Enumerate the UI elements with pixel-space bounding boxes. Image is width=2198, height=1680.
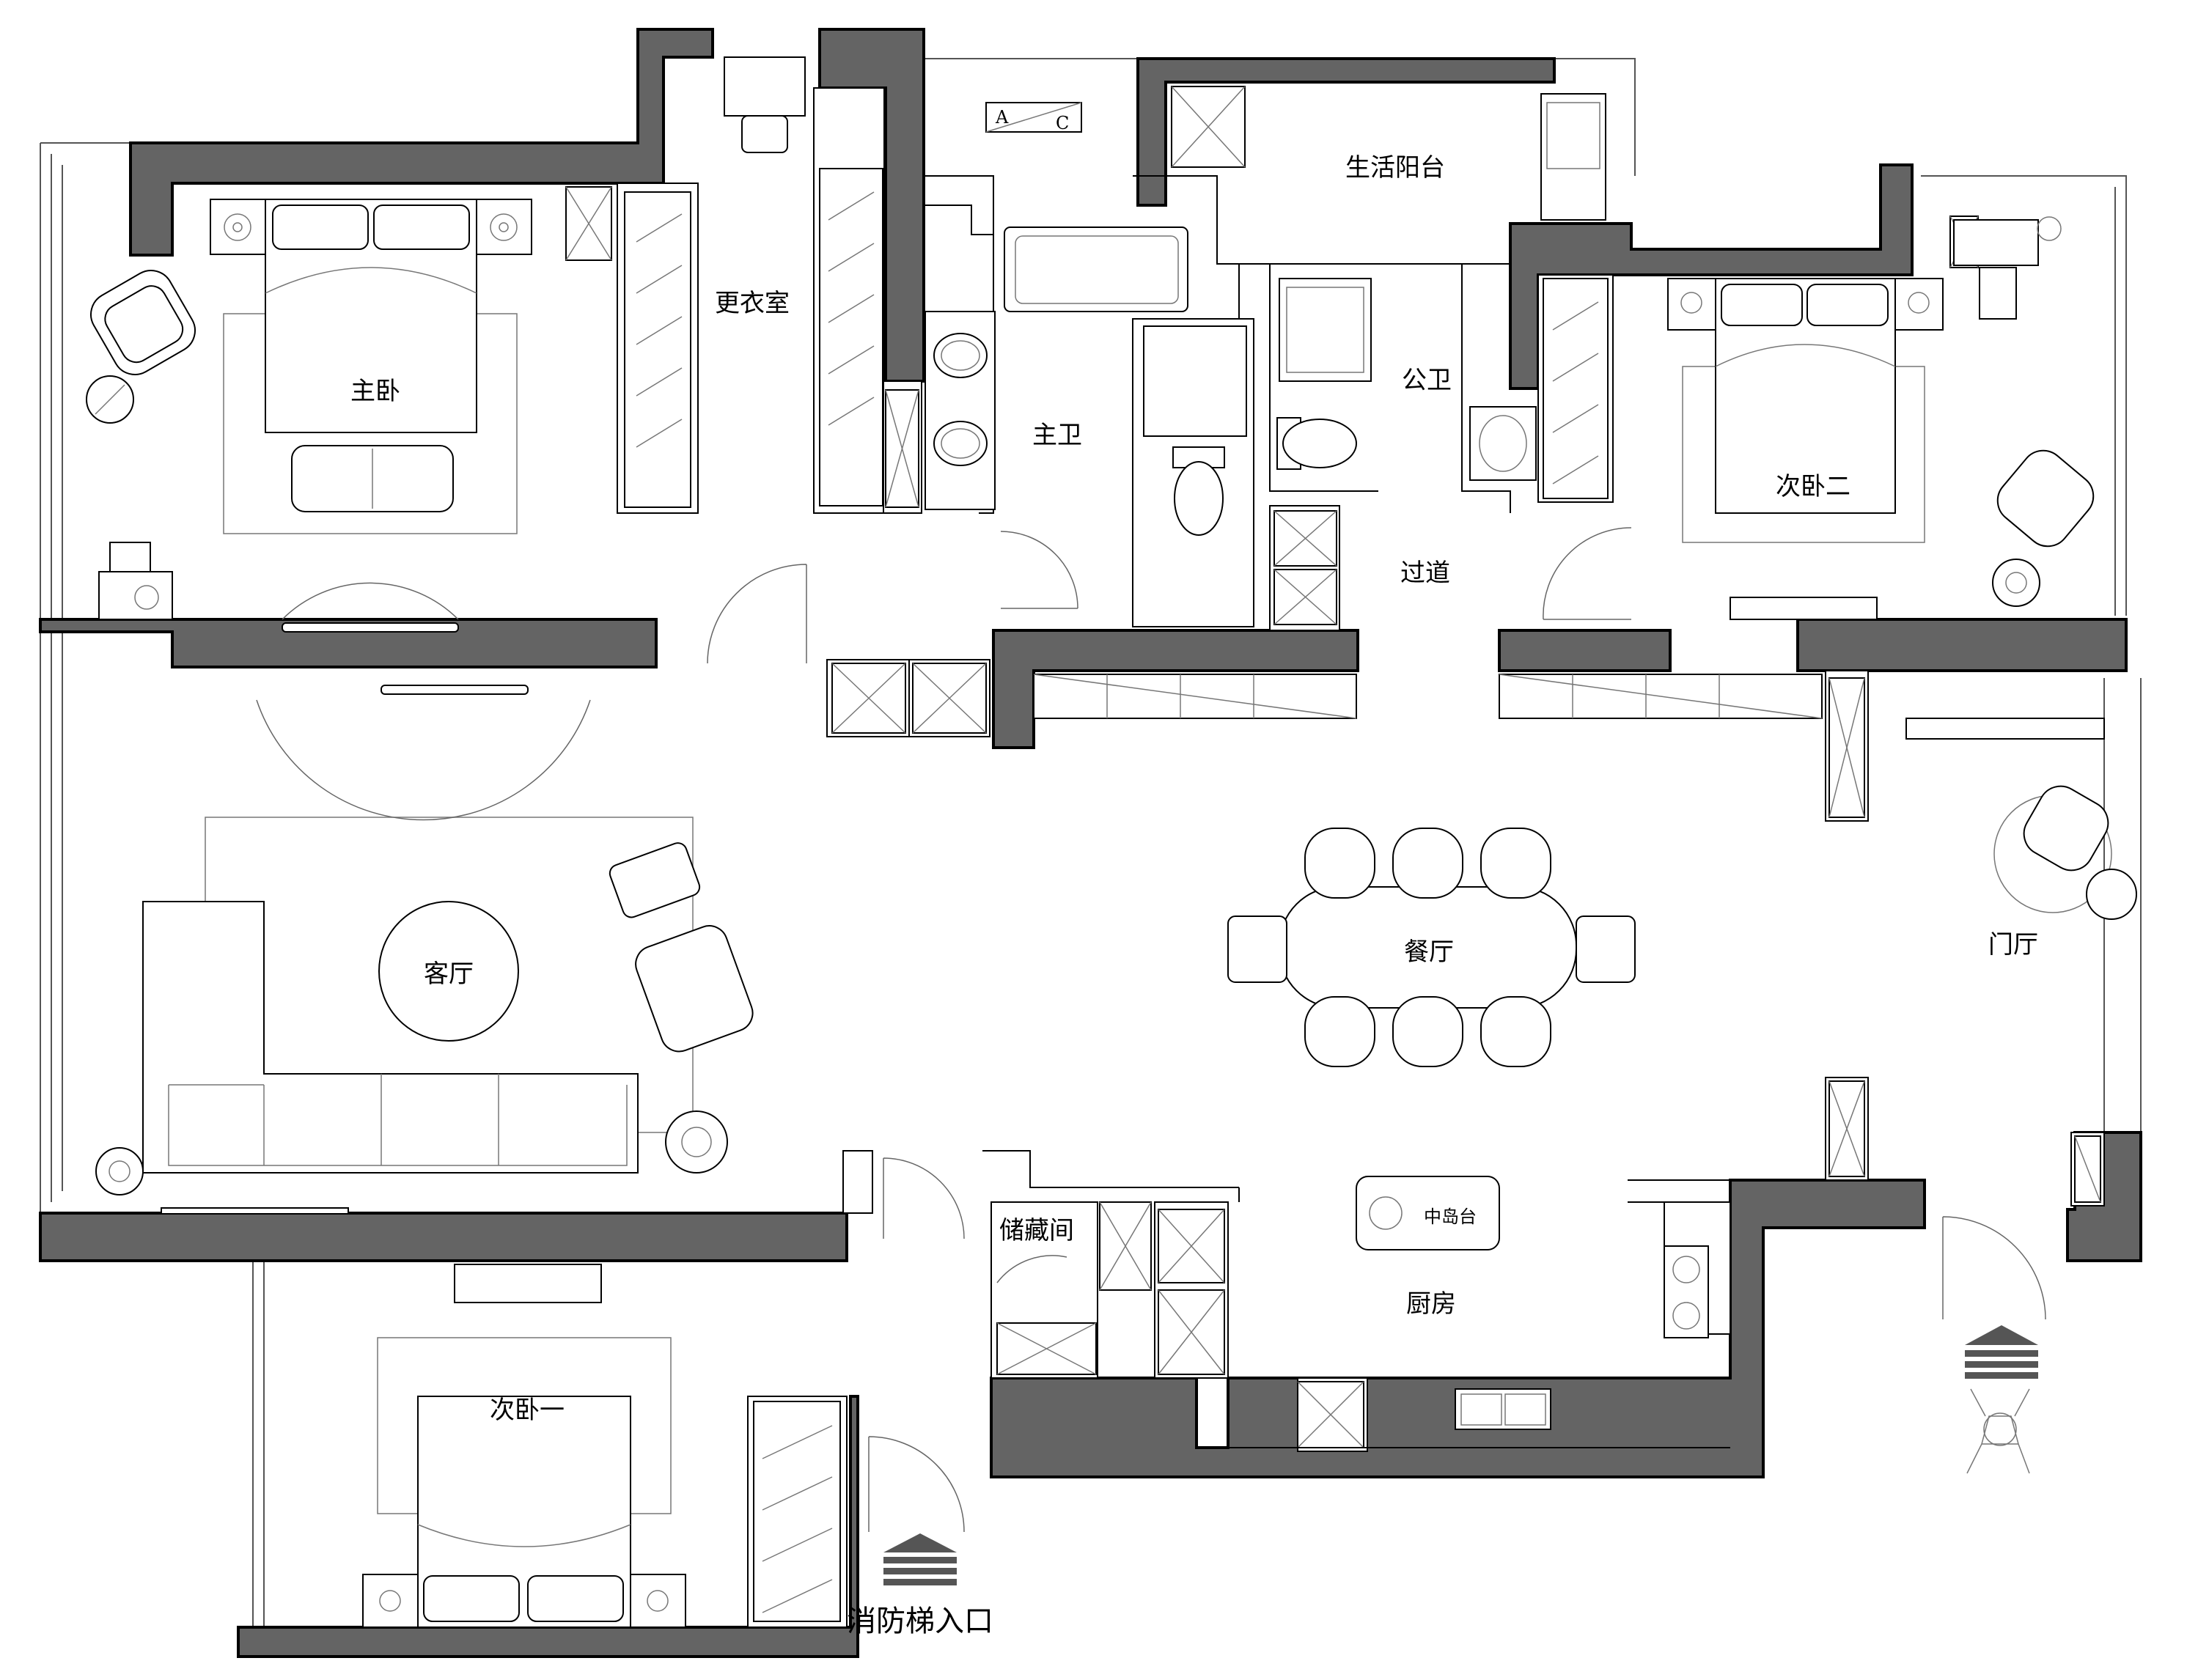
closet-desk <box>724 56 806 117</box>
x-cabinets <box>565 186 2101 1448</box>
tv-living <box>381 685 529 695</box>
kitchen-sink <box>1455 1388 1551 1430</box>
label-dining-room: 餐厅 <box>1404 937 1454 967</box>
label-walk-in-closet: 更衣室 <box>715 289 790 318</box>
ac-unit: A C <box>985 102 1082 133</box>
tv-stand-master <box>282 622 459 633</box>
room-labels: 主卧 更衣室 主卫 生活阳台 公卫 次卧二 过道 客厅 餐厅 门厅 储藏间 中岛… <box>350 153 2038 1638</box>
label-master-bedroom: 主卧 <box>350 377 400 406</box>
wall-balcony <box>1136 57 1556 207</box>
washer-cabinet <box>1540 93 1606 221</box>
label-bedroom-one: 次卧一 <box>490 1396 565 1425</box>
armchair-b2 <box>1996 449 2095 548</box>
label-public-bath: 公卫 <box>1402 366 1452 395</box>
bedroom2-wardrobe <box>1543 278 1609 499</box>
entrance-arrow-left <box>883 1533 957 1585</box>
bedroom1-wardrobe <box>753 1401 841 1622</box>
shower-public <box>1279 278 1372 382</box>
wall-bedroom2-top <box>1509 163 1914 390</box>
ac-label-a: A <box>995 107 1009 128</box>
bedroom-two-furniture <box>1667 216 2095 620</box>
bedroom-one-furniture <box>362 1264 686 1628</box>
coffee-table <box>378 901 519 1042</box>
person-figure <box>1966 1388 2030 1474</box>
label-utility-balcony: 生活阳台 <box>1345 153 1445 183</box>
closet-left-wardrobe <box>624 191 691 508</box>
nightstand-left <box>210 199 266 255</box>
label-storage-room: 储藏间 <box>999 1216 1074 1245</box>
kitchen-fixtures <box>1228 1176 1730 1448</box>
foyer-furniture <box>1905 718 2137 920</box>
side-table-living <box>665 1110 728 1174</box>
toilet-master <box>1174 461 1224 536</box>
island <box>1356 1176 1500 1250</box>
lamp-living <box>95 1147 144 1195</box>
sink-public <box>1469 406 1537 481</box>
master-bath-fixtures <box>925 226 1247 536</box>
master-bedroom-furniture <box>86 56 806 633</box>
sink-1 <box>933 333 988 378</box>
desk-lamp-table <box>98 571 173 620</box>
side-table-b2 <box>1992 559 2040 607</box>
dining-chairs <box>1227 828 1636 1067</box>
entrance-arrow-right <box>1965 1325 2038 1379</box>
armchair-master <box>90 270 196 375</box>
cooktop <box>1664 1245 1709 1338</box>
wall-left-mid <box>39 618 658 668</box>
ac-label-c: C <box>1056 113 1069 133</box>
sink-2 <box>933 421 988 466</box>
label-living-room: 客厅 <box>424 959 474 989</box>
label-island: 中岛台 <box>1424 1206 1477 1227</box>
label-foyer: 门厅 <box>1988 930 2038 959</box>
door-swings <box>256 527 2046 1533</box>
closet-right-wardrobe <box>819 168 883 506</box>
wall-bedroom1-bottom <box>237 1395 859 1658</box>
lounge-chair <box>609 842 754 1053</box>
shower-master <box>1143 325 1247 437</box>
label-kitchen: 厨房 <box>1406 1289 1456 1319</box>
wall-living-bottom <box>39 1212 848 1262</box>
corridor-cabinet-row <box>1033 674 1823 719</box>
wall-master-top <box>129 28 714 257</box>
label-bedroom-two: 次卧二 <box>1776 472 1850 501</box>
dining-furniture <box>1227 828 1636 1067</box>
tv-b1 <box>454 1264 602 1303</box>
label-fire-elevator-entrance: 消防梯入口 <box>847 1605 993 1638</box>
label-corridor: 过道 <box>1400 559 1450 588</box>
living-room-furniture <box>95 685 754 1215</box>
cabinets <box>565 86 2101 1622</box>
bathtub <box>1004 226 1188 312</box>
label-master-bath: 主卫 <box>1032 421 1082 450</box>
public-bath-fixtures <box>1276 278 1537 481</box>
tv-b2 <box>1730 597 1878 620</box>
desk-b2 <box>1953 219 2039 266</box>
nightstand-right <box>476 199 532 255</box>
wall-bedroom2-bottom <box>1498 629 1672 672</box>
wall-bath-bottom <box>992 629 1359 749</box>
toilet-public <box>1282 419 1357 468</box>
walls <box>39 28 2142 1658</box>
wall-bedroom2-bottom-r <box>1796 618 2128 672</box>
